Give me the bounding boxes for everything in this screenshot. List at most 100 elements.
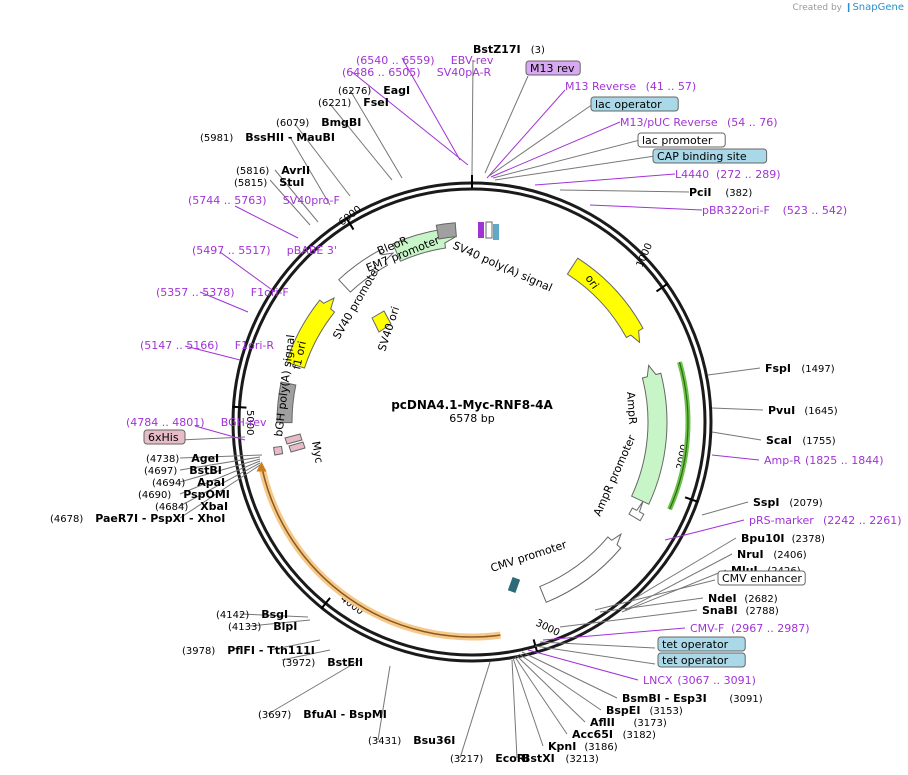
leader-sv40pro-f-50 <box>234 205 299 239</box>
rnf8-orf-line <box>261 469 501 638</box>
feature-name-tet-operator: tet operator <box>662 654 729 667</box>
pos-bsteii: (3972) <box>282 658 315 669</box>
pos-blpi: (4133) <box>228 622 261 633</box>
leader-cmv-enhancer-19 <box>594 579 716 611</box>
pos-xbai: (4684) <box>155 502 188 513</box>
name-bsteii: BstEII <box>327 656 363 669</box>
name-bsmbi-esp3i: BsmBI - Esp3I <box>622 692 707 705</box>
leader-blpi-37 <box>249 619 311 627</box>
name-pbr322ori-f: pBR322ori-F <box>702 204 770 217</box>
pos-sv40pa-r: (6486 .. 6505) <box>342 66 421 79</box>
leader-lncx-25 <box>527 649 639 681</box>
name-pspomi: PspOMI <box>183 488 230 501</box>
name-blpi: BlpI <box>273 620 297 633</box>
callout-bstxi: BstXI(3213) <box>522 752 599 765</box>
leader-bsshii-maubi-53 <box>289 136 331 206</box>
callout-kpni: KpnI(3186) <box>548 740 618 753</box>
pos-pcii: (382) <box>725 188 752 199</box>
leader-snabi-21 <box>559 609 698 628</box>
leader-amp-r-13 <box>711 454 760 461</box>
pos-bpu10i: (2378) <box>792 534 825 545</box>
pos-ndei: (2682) <box>744 594 777 605</box>
feature-box-cmv-enhancer <box>717 570 806 586</box>
leader-fsei-55 <box>329 103 393 181</box>
pos-cmv-f: (2967 .. 2987) <box>731 622 810 635</box>
callout-bpu10i: Bpu10I (2378) <box>741 532 825 545</box>
callout-lac-promoter: lac promoter <box>637 132 726 148</box>
callout-pspomi: (4690)PspOMI <box>138 488 230 501</box>
myc-tag <box>273 445 284 456</box>
name-avrii: AvrII <box>281 164 310 177</box>
callout-pbabe-3: (5497 .. 5517)pBABE 3' <box>192 244 337 257</box>
pos-bsmbi-esp3i: (3091) <box>729 694 762 705</box>
sv40-promoter-arrow <box>337 249 395 293</box>
feature-name-6xhis: 6xHis <box>148 431 179 444</box>
name-sv40pa-r: SV40pA-R <box>437 66 492 79</box>
feature-box-tet-operator <box>657 652 746 668</box>
leader-kpni-30 <box>512 657 544 747</box>
plasmid-name: pcDNA4.1-Myc-RNF8-4A <box>391 398 553 412</box>
pos-bstbi: (4697) <box>144 466 177 477</box>
callout-m13-rev: M13 rev <box>525 60 581 76</box>
pos-m13-puc-reverse: (54 .. 76) <box>727 116 778 129</box>
callout-m13-puc-reverse: M13/pUC Reverse(54 .. 76) <box>620 116 778 129</box>
name-m13-reverse: M13 Reverse <box>565 80 636 93</box>
leader-lac-promoter-5 <box>492 139 641 179</box>
pos-bspei: (3153) <box>650 706 683 717</box>
pos-pbabe-3: (5497 .. 5517) <box>192 244 271 257</box>
callout-eagi: (6276)EagI <box>338 84 410 97</box>
tick-mark-1000 <box>655 282 669 293</box>
leader-eagi-56 <box>349 89 403 179</box>
name-lncx: LNCX <box>643 674 673 687</box>
pos-scai: (1755) <box>802 436 835 447</box>
feature-label-myc: Myc <box>309 440 326 464</box>
callout-cmv-enhancer: CMV enhancer <box>717 570 806 586</box>
name-scai: ScaI <box>766 434 792 447</box>
tick-mark-2000 <box>684 496 699 503</box>
leader-cap-binding-site-6 <box>494 155 656 181</box>
leader-xbai-40 <box>179 462 261 507</box>
feature-box-m13-rev <box>525 60 581 76</box>
pos-prs-marker: (2242 .. 2261) <box>823 514 902 527</box>
cap-site-mark <box>493 224 499 240</box>
callout-ndei: NdeI(2682) <box>708 592 778 605</box>
pos-fspi: (1497) <box>801 364 834 375</box>
name-bpu10i: Bpu10I <box>741 532 785 545</box>
snapgene-credit: Created by ❙SnapGene <box>792 2 904 13</box>
pos-snabi: (2788) <box>746 606 779 617</box>
name-xbai: XbaI <box>200 500 228 513</box>
feature-label-ampr-promoter: AmpR promoter <box>591 433 639 519</box>
cmv-promoter-arrow <box>539 532 623 603</box>
leader-bpu10i-16 <box>631 537 737 601</box>
callout-lac-operator: lac operator <box>590 96 679 112</box>
name-kpni: KpnI <box>548 740 576 753</box>
name-bstz17i: BstZ17I <box>473 43 521 56</box>
pos-eagi: (6276) <box>338 86 371 97</box>
leader-mlui-18 <box>621 569 727 613</box>
callout-scai: ScaI (1755) <box>766 434 836 447</box>
pos-nrui: (2406) <box>773 550 806 561</box>
pos-fsei: (6221) <box>318 98 351 109</box>
tick-mark-5000 <box>232 405 247 409</box>
myc-tag-2 <box>284 433 303 445</box>
callout-pcii: PciI(382) <box>689 186 752 199</box>
leader-bgh-rev-46 <box>194 425 246 441</box>
name-f1ori-f: F1ori-F <box>251 286 289 299</box>
feature-box-6xhis <box>143 429 186 445</box>
pos-sspi: (2079) <box>789 498 822 509</box>
leader-ebv-rev-58 <box>401 57 461 161</box>
name-stui: StuI <box>279 176 304 189</box>
name-ebv-rev: EBV-rev <box>451 54 494 67</box>
callout-avrii: (5816)AvrII <box>236 164 310 177</box>
callout-prs-marker: pRS-marker(2242 .. 2261) <box>749 514 902 527</box>
name-bsshii-maubi: BssHII - MauBI <box>245 131 335 144</box>
feature-name-m13-rev: M13 rev <box>530 62 575 75</box>
callout-agei: (4738)AgeI <box>146 452 219 465</box>
leader-tet-operator-24 <box>534 645 656 665</box>
leader-bsu36i-33 <box>377 665 391 741</box>
pos-bgh-rev: (4784 .. 4801) <box>126 416 205 429</box>
name-bstxi: BstXI <box>522 752 555 765</box>
name-bfuai-bspmi: BfuAI - BspMI <box>303 708 387 721</box>
callout-nrui: NruI(2406) <box>737 548 807 561</box>
callout-l4440: L4440(272 .. 289) <box>675 168 781 181</box>
